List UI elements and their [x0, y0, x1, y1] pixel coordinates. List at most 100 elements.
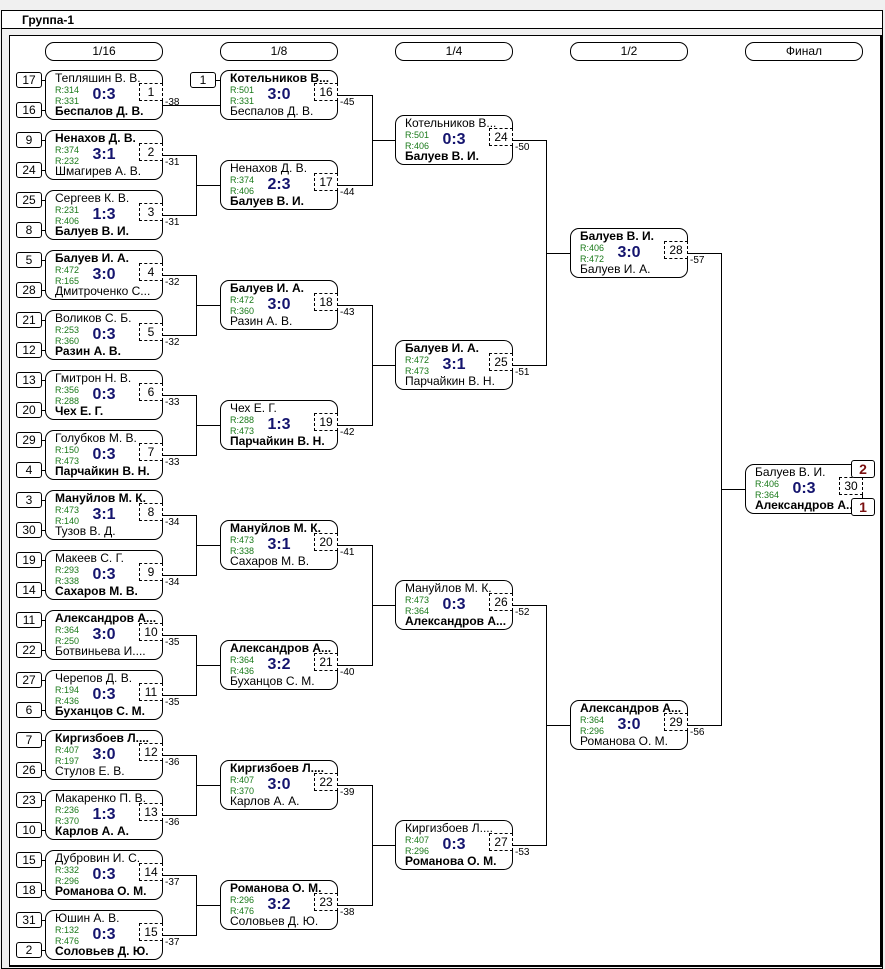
player-top: Тепляшин В. В. [55, 71, 141, 85]
rating-top: R:236 [55, 805, 80, 815]
player-top: Голубков М. В. [55, 431, 137, 445]
player-bottom: Разин А. В. [230, 314, 293, 328]
connector-line [163, 695, 196, 696]
loser-destination: -45 [340, 97, 355, 108]
seed-number: 31 [16, 912, 42, 928]
match-score: 1:3 [92, 806, 116, 823]
seed-number: 14 [16, 582, 42, 598]
rating-bottom: R:338 [55, 576, 80, 586]
rating-bottom: R:476 [230, 906, 255, 916]
rating-top: R:406 [755, 478, 780, 489]
loser-destination: -50 [515, 142, 530, 153]
match-score: 0:3 [92, 686, 116, 703]
player-bottom: Буханцов С. М. [230, 674, 315, 688]
connector-line [372, 605, 395, 606]
match-number: 12 [139, 743, 163, 761]
connector-line [338, 545, 372, 546]
loser-destination: -51 [515, 367, 530, 378]
loser-destination: -35 [165, 637, 180, 648]
player-bottom: Карлов А. А. [230, 794, 300, 808]
player-bottom: Соловьев Д. Ю. [230, 914, 319, 928]
seed-number: 8 [16, 222, 42, 238]
rating-bottom: R:296 [405, 846, 430, 856]
rating-bottom: R:436 [230, 666, 255, 676]
place-badge-bottom: 1 [851, 497, 875, 516]
player-bottom: Александров А... [405, 614, 507, 628]
player-bottom: Романова О. М. [405, 854, 497, 868]
connector-line [338, 785, 372, 786]
player-bottom: Буханцов С. М. [55, 704, 145, 718]
rating-top: R:150 [55, 445, 80, 455]
rating-top: R:364 [55, 625, 80, 635]
seed-number: 25 [16, 192, 42, 208]
seed-connector [42, 140, 46, 141]
player-bottom: Сахаров М. В. [230, 554, 310, 568]
connector-line [196, 905, 220, 906]
match-number: 29 [664, 713, 688, 731]
match-score: 0:3 [92, 866, 116, 883]
connector-line [721, 488, 745, 490]
player-top: Макаренко П. В. [55, 791, 146, 805]
player-top: Киргизбоев Л.... [405, 821, 493, 835]
connector-line [546, 252, 570, 254]
place-badge-top: 2 [851, 459, 875, 478]
connector-line [163, 395, 196, 396]
match-score: 3:1 [267, 536, 291, 553]
connector-line [513, 845, 546, 846]
round-header-final: Финал [745, 42, 863, 61]
player-bottom: Стулов Е. В. [55, 764, 125, 778]
seed-connector [42, 890, 46, 891]
rating-top: R:356 [55, 385, 80, 395]
match-score: 3:2 [267, 896, 291, 913]
player-top: Ненахов Д. В. [230, 161, 308, 175]
player-top: Балуев В. И. [755, 464, 826, 479]
player-top: Ненахов Д. В. [55, 131, 136, 145]
rating-bottom: R:360 [230, 306, 255, 316]
match-number: 4 [139, 263, 163, 281]
seed-connector [42, 380, 46, 381]
player-top: Юшин А. В. [55, 911, 120, 925]
match-score: 3:0 [92, 626, 116, 643]
rating-top: R:406 [580, 242, 605, 253]
match-score: 3:0 [267, 86, 291, 103]
seed-connector [42, 290, 46, 291]
connector-line [688, 252, 721, 254]
seed-number: 20 [16, 402, 42, 418]
loser-destination: -37 [165, 877, 180, 888]
seed-number: 3 [16, 492, 42, 508]
match-number: 3 [139, 203, 163, 221]
loser-destination: -41 [340, 547, 355, 558]
loser-destination: -44 [340, 187, 355, 198]
round-header-1-16: 1/16 [45, 42, 163, 61]
